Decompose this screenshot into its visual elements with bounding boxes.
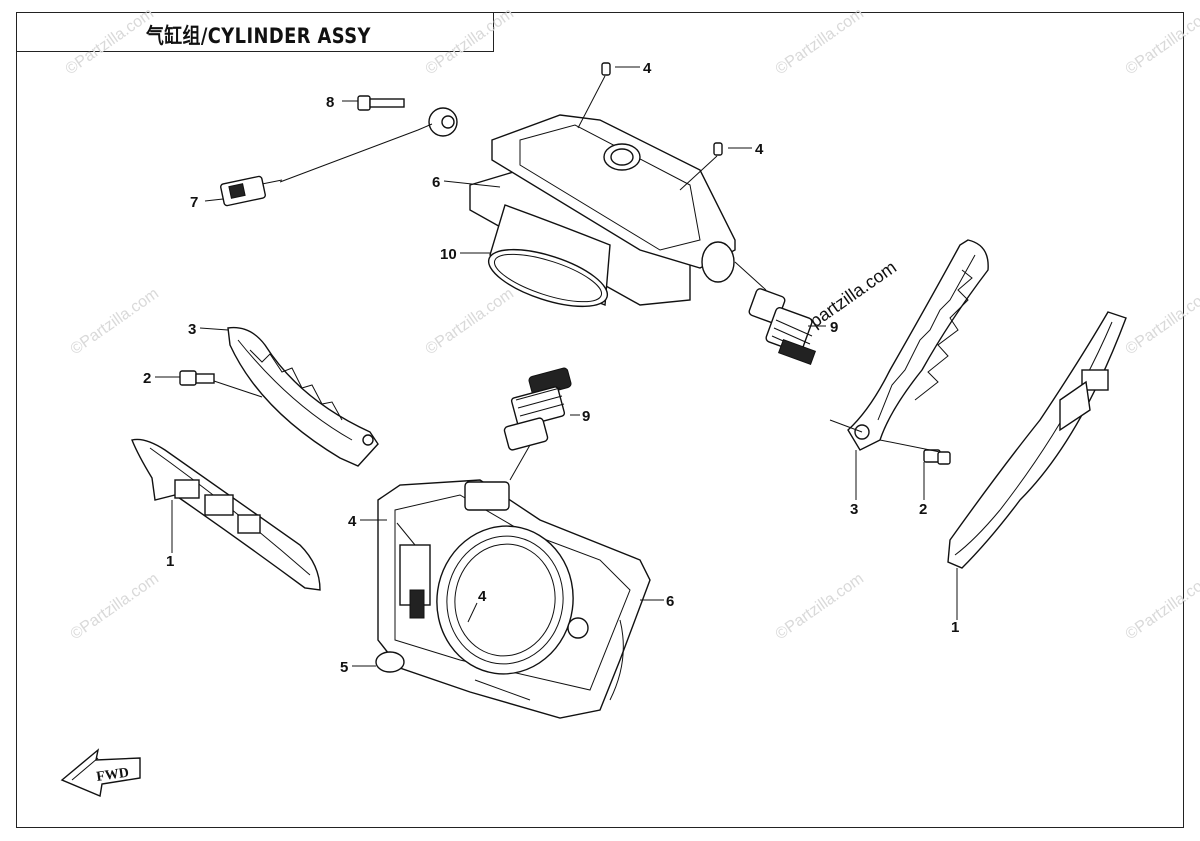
chain-damper-part [131, 438, 321, 591]
watermark: ©Partzilla.com [1123, 570, 1200, 643]
watermark: ©Partzilla.com [1123, 285, 1200, 358]
callout-number: 9 [582, 408, 590, 425]
chain-guide-part [227, 326, 379, 467]
callout-number: 2 [919, 501, 927, 518]
leader-lines [155, 66, 958, 667]
callout-number: 4 [348, 513, 357, 530]
callout-number: 3 [188, 321, 196, 338]
callout-numbers: 8 7 4 4 6 10 9 3 2 9 4 1 4 6 5 3 2 1 [143, 60, 959, 676]
tensioner-plug-part [748, 288, 817, 366]
cylinder-block-part [375, 479, 651, 719]
watermark: ©Partzilla.com [68, 285, 162, 358]
watermark: ©Partzilla.com [68, 570, 162, 643]
callout-number: 8 [326, 94, 334, 111]
callout-number: 3 [850, 501, 858, 518]
fwd-label: FWD [95, 766, 129, 785]
callout-number: 4 [755, 141, 764, 158]
knock-sensor-part [220, 107, 458, 207]
watermarks: ©Partzilla.com ©Partzilla.com ©Partzilla… [63, 5, 1200, 643]
cylinder-head-part [469, 114, 736, 308]
title-box [16, 12, 494, 52]
callout-number: 1 [166, 553, 174, 570]
drawing-frame [16, 12, 1184, 828]
callout-number: 4 [478, 588, 487, 605]
callout-number: 7 [190, 194, 198, 211]
page-title: 气缸组/CYLINDER ASSY [146, 24, 371, 48]
callout-number: 10 [440, 246, 457, 263]
watermark: ©Partzilla.com [63, 5, 157, 78]
guide-bolt-part [179, 370, 215, 386]
callout-number: 9 [830, 319, 838, 336]
watermark: ©Partzilla.com [773, 570, 867, 643]
callout-number: 4 [643, 60, 652, 77]
tensioner-plug-part [503, 367, 572, 451]
watermark: ©Partzilla.com [423, 285, 517, 358]
watermark: ©Partzilla.com [1123, 5, 1200, 78]
forward-direction-arrow: FWD [60, 748, 141, 797]
watermark-url: partzilla.com [806, 257, 900, 331]
chain-guide-part [847, 239, 989, 451]
chain-damper-part [947, 311, 1127, 569]
callout-number: 2 [143, 370, 151, 387]
callout-number: 6 [666, 593, 674, 610]
callout-number: 6 [432, 174, 440, 191]
bolt-part [357, 95, 405, 111]
watermark: ©Partzilla.com [773, 5, 867, 78]
callout-number: 5 [340, 659, 348, 676]
watermark: ©Partzilla.com [423, 5, 517, 78]
callout-number: 1 [951, 619, 959, 636]
guide-bolt-part [923, 449, 951, 465]
